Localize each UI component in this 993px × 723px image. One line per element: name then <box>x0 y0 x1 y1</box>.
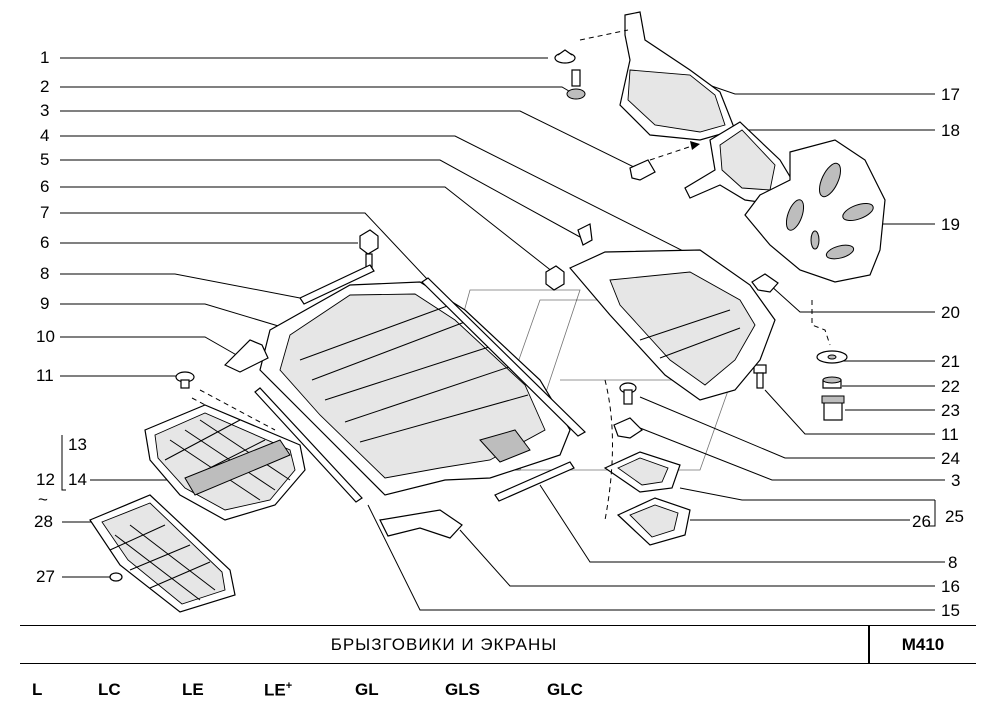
screw-2 <box>566 69 586 100</box>
nut-6b <box>359 229 379 269</box>
washer-21 <box>816 350 848 364</box>
callout-8-right: 8 <box>948 553 957 572</box>
variant-le: LE <box>182 680 204 699</box>
bolt-11-left <box>175 371 195 389</box>
variant-row: L LC LE LE+ GL GLS GLC <box>0 680 993 704</box>
dash-1 <box>579 29 629 41</box>
callout-28: 28 <box>34 512 53 531</box>
callout-14: 14 <box>68 470 87 489</box>
bolt-24 <box>619 382 637 405</box>
left-callouts: 1 2 3 4 5 6 7 6 8 9 10 11 13 14 12 ~ 28 … <box>34 48 87 586</box>
callout-13: 13 <box>68 435 87 454</box>
callout-2: 2 <box>40 77 49 96</box>
rail-8b <box>494 461 575 502</box>
rail-8a <box>299 264 375 305</box>
clip-3 <box>629 159 656 181</box>
right-leaders <box>367 81 945 611</box>
callout-18: 18 <box>941 121 960 140</box>
variant-gls: GLS <box>445 680 480 699</box>
clip-1 <box>554 49 576 64</box>
callout-9: 9 <box>40 294 49 313</box>
callout-27: 27 <box>36 567 55 586</box>
shield-17 <box>619 11 736 141</box>
shield-19 <box>744 139 886 283</box>
callout-15: 15 <box>941 601 960 620</box>
callout-4: 4 <box>40 126 49 145</box>
frame-25 <box>603 451 681 493</box>
variant-le-plus: LE+ <box>264 680 292 701</box>
callout-25: 25 <box>945 507 964 526</box>
right-callouts: 17 18 19 20 21 22 23 11 24 3 25 26 8 16 … <box>912 85 964 620</box>
callout-1: 1 <box>40 48 49 67</box>
bolt-23 <box>821 395 845 421</box>
title-divider <box>868 626 870 663</box>
callout-5: 5 <box>40 150 49 169</box>
callout-8: 8 <box>40 264 49 283</box>
variant-glc: GLC <box>547 680 583 699</box>
callout-11: 11 <box>36 366 54 385</box>
page-title: БРЫЗГОВИКИ И ЭКРАНЫ <box>330 635 558 654</box>
nut-6a <box>545 265 565 291</box>
arrowhead-18 <box>690 141 700 150</box>
clip-3-lower <box>613 417 643 439</box>
callout-6a: 6 <box>40 177 49 196</box>
frame-26 <box>616 497 691 546</box>
group-bracket-12 <box>61 435 66 491</box>
screw-27 <box>109 572 123 582</box>
callout-23: 23 <box>941 401 960 420</box>
bolt-11-right <box>753 364 767 389</box>
callout-12: 12 <box>36 470 55 489</box>
arc-dash <box>604 379 613 521</box>
callout-22: 22 <box>941 377 960 396</box>
callout-3-right: 3 <box>951 471 960 490</box>
shield-4 <box>569 249 776 401</box>
shield-9 <box>259 281 571 496</box>
bracket-16 <box>379 509 463 539</box>
nut-22 <box>822 376 842 389</box>
callout-20: 20 <box>941 303 960 322</box>
section-code: M410 <box>901 635 945 654</box>
rail-15 <box>254 387 363 503</box>
callout-19: 19 <box>941 215 960 234</box>
arrow-18 <box>649 144 696 161</box>
bracket-20 <box>751 273 779 293</box>
callout-16: 16 <box>941 577 960 596</box>
shield-18 <box>684 121 796 206</box>
callout-3: 3 <box>40 101 49 120</box>
variant-gl: GL <box>355 680 379 699</box>
callout-11-right: 11 <box>941 425 959 444</box>
title-bar: БРЫЗГОВИКИ И ЭКРАНЫ M410 <box>20 625 976 664</box>
callout-6b: 6 <box>40 233 49 252</box>
callout-10: 10 <box>36 327 55 346</box>
variant-lc: LC <box>98 680 121 699</box>
dash-20 <box>811 300 831 346</box>
callout-21: 21 <box>941 352 960 371</box>
callout-7: 7 <box>40 203 49 222</box>
bracket-10 <box>223 339 269 373</box>
rail-7 <box>421 277 586 437</box>
panel-27-28 <box>89 494 236 613</box>
variant-le-plus-text: LE <box>264 680 286 700</box>
callout-24: 24 <box>941 449 960 468</box>
panel-13-14 <box>144 404 306 521</box>
variant-l: L <box>32 680 43 699</box>
callout-tilde: ~ <box>38 490 48 509</box>
callout-26: 26 <box>912 512 931 531</box>
callout-17: 17 <box>941 85 960 104</box>
bracket-5 <box>577 223 593 246</box>
variant-le-plus-sign: + <box>285 680 293 692</box>
